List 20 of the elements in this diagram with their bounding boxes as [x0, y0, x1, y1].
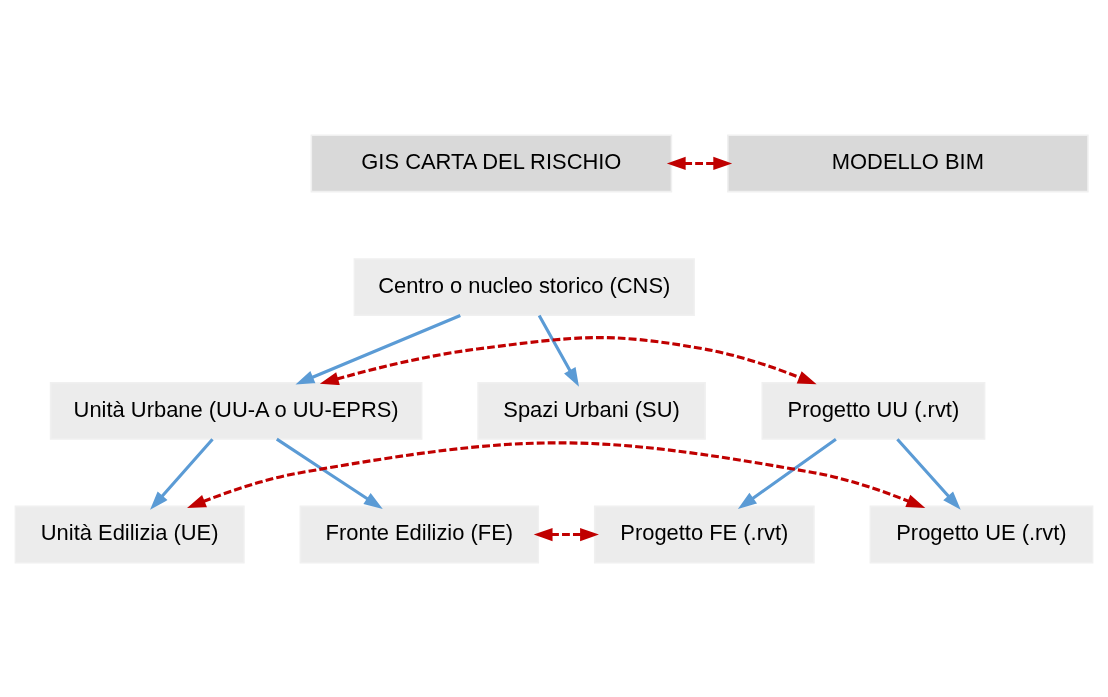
node-box: Unità Edilizia (UE) — [14, 505, 245, 564]
arrow — [666, 156, 733, 170]
node-box: Progetto UE (.rvt) — [869, 505, 1094, 564]
arrow — [896, 437, 961, 510]
node-box: Spazi Urbani (SU) — [477, 381, 706, 440]
arrow — [537, 314, 579, 387]
node-box: GIS CARTA DEL RISCHIO — [310, 133, 673, 192]
node-box: Progetto UU (.rvt) — [761, 381, 986, 440]
node-box: Unità Urbane (UU-A o UU-EPRS) — [49, 381, 423, 440]
node-box: Centro o nucleo storico (CNS) — [353, 257, 695, 316]
arrow — [275, 437, 383, 509]
node-box: Progetto FE (.rvt) — [593, 505, 815, 564]
arrow — [737, 437, 837, 509]
arrow — [295, 313, 461, 384]
arrow — [533, 527, 599, 541]
arrow — [187, 440, 926, 508]
arrow — [150, 437, 214, 510]
node-box: MODELLO BIM — [727, 133, 1089, 192]
arrow — [319, 335, 817, 385]
node-box: Fronte Edilizio (FE) — [299, 505, 540, 564]
